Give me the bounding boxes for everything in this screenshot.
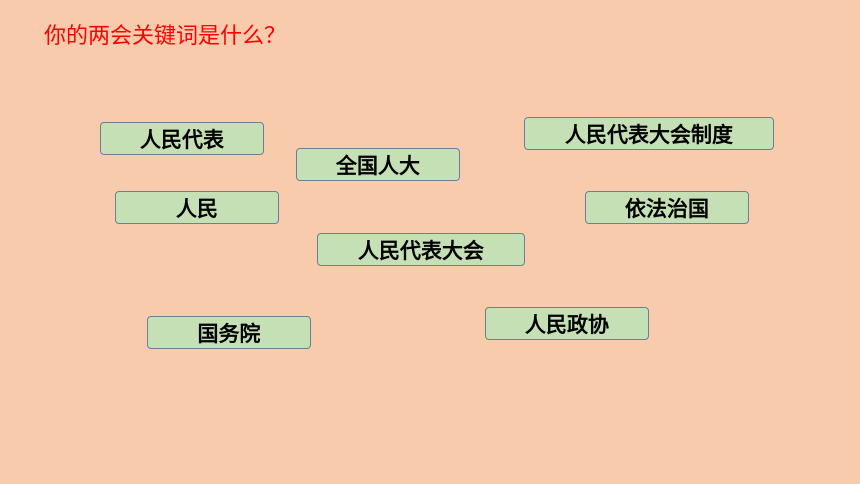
keyword-renmin-zhengxie[interactable]: 人民政协 <box>485 307 649 340</box>
slide-title: 你的两会关键词是什么？ <box>44 24 287 49</box>
keyword-yifa-zhiguo[interactable]: 依法治国 <box>585 191 749 224</box>
keyword-renmin-daibiao-dahui-zhidu[interactable]: 人民代表大会制度 <box>524 117 774 150</box>
keyword-quanguo-renda[interactable]: 全国人大 <box>296 148 460 181</box>
keyword-renmin-daibiao[interactable]: 人民代表 <box>100 122 264 155</box>
keyword-renmin-daibiao-dahui[interactable]: 人民代表大会 <box>317 233 525 266</box>
keyword-renmin[interactable]: 人民 <box>115 191 279 224</box>
keyword-guowuyuan[interactable]: 国务院 <box>147 316 311 349</box>
